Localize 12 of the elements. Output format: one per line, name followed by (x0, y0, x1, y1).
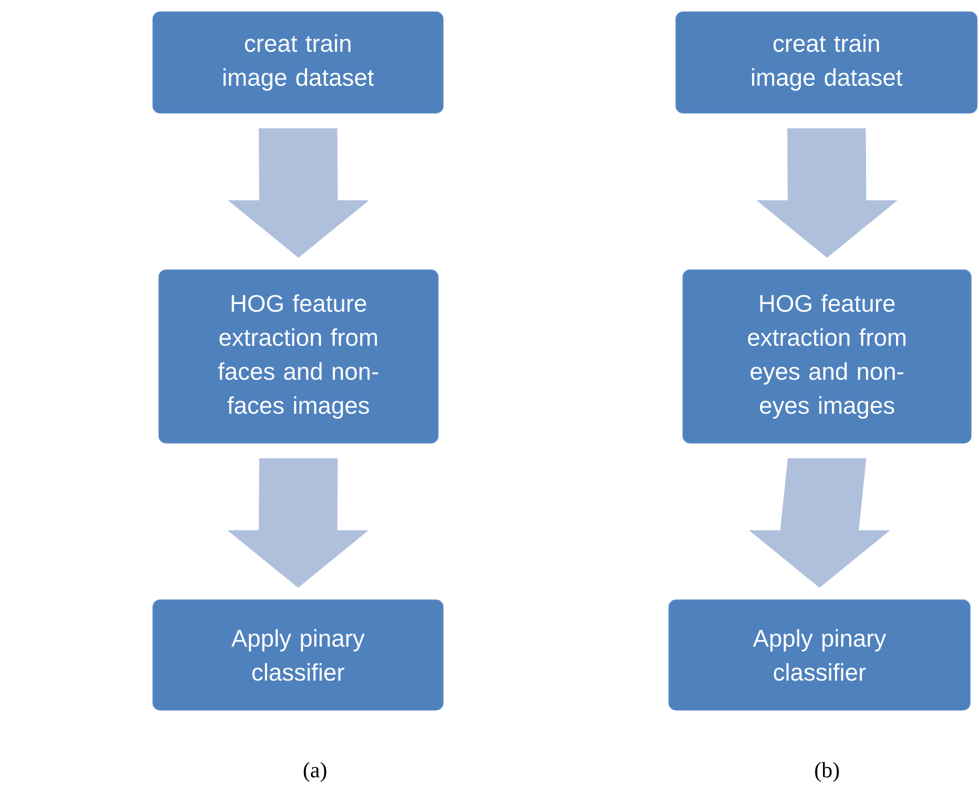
process-box: HOG feature extraction from faces and non-faces images (158, 270, 438, 444)
caption-label: (a) (304, 762, 326, 782)
process-box: HOG feature extraction from eyes and non-eyes images (682, 270, 972, 444)
block-arrow (228, 128, 369, 258)
process-box: creat train image dataset (152, 12, 444, 114)
caption-label: (b) (815, 762, 839, 782)
block-arrow (749, 458, 890, 588)
process-box: Apply pinary classifier (668, 600, 970, 710)
process-box: Apply pinary classifier (152, 600, 444, 710)
process-box: creat train image dataset (676, 12, 978, 114)
block-arrow (228, 458, 368, 588)
block-arrow (756, 128, 898, 258)
